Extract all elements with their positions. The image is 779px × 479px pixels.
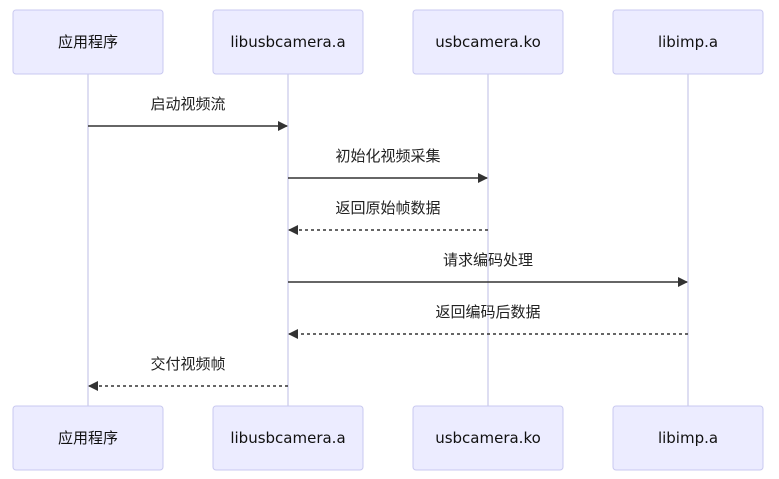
actor-label: libusbcamera.a	[230, 33, 345, 51]
message-label: 请求编码处理	[443, 251, 533, 269]
actor-box	[12, 405, 164, 471]
actor-imp-bottom: libimp.a	[612, 405, 764, 471]
message-label: 返回原始帧数据	[335, 199, 440, 217]
message-6: 交付视频帧	[88, 355, 288, 391]
actor-box	[12, 9, 164, 75]
actor-label: libusbcamera.a	[230, 429, 345, 447]
actor-imp-top: libimp.a	[612, 9, 764, 75]
message-3: 返回原始帧数据	[288, 199, 488, 235]
actor-app-top: 应用程序	[12, 9, 164, 75]
actor-box	[612, 9, 764, 75]
actor-label: libimp.a	[658, 429, 718, 447]
actors-top: 应用程序 libusbcamera.a usbcamera.ko libimp.a	[12, 9, 764, 75]
actor-app-bottom: 应用程序	[12, 405, 164, 471]
message-label: 初始化视频采集	[335, 147, 440, 165]
actor-lib-top: libusbcamera.a	[212, 9, 364, 75]
actor-label: libimp.a	[658, 33, 718, 51]
actor-lib-bottom: libusbcamera.a	[212, 405, 364, 471]
actor-box	[412, 405, 564, 471]
lifelines	[87, 74, 689, 406]
message-label: 交付视频帧	[150, 355, 225, 373]
message-1: 启动视频流	[88, 95, 288, 131]
actor-box	[212, 9, 364, 75]
message-2: 初始化视频采集	[288, 147, 488, 183]
message-5: 返回编码后数据	[288, 303, 688, 339]
message-label: 启动视频流	[150, 95, 225, 113]
actor-ko-top: usbcamera.ko	[412, 9, 564, 75]
actor-label: 应用程序	[58, 33, 118, 51]
actor-label: usbcamera.ko	[435, 429, 541, 447]
actors-bottom: 应用程序 libusbcamera.a usbcamera.ko libimp.a	[12, 405, 764, 471]
actor-label: 应用程序	[58, 429, 118, 447]
actor-ko-bottom: usbcamera.ko	[412, 405, 564, 471]
actor-label: usbcamera.ko	[435, 33, 541, 51]
message-4: 请求编码处理	[288, 251, 688, 287]
actor-box	[212, 405, 364, 471]
message-label: 返回编码后数据	[435, 303, 540, 321]
actor-box	[412, 9, 564, 75]
actor-box	[612, 405, 764, 471]
